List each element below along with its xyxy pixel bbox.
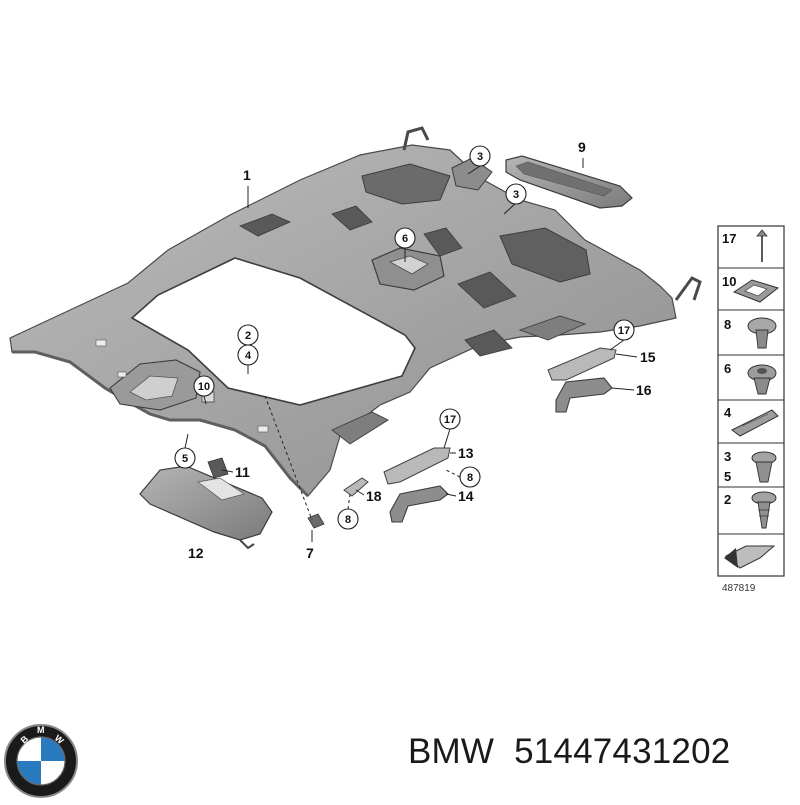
callout-6: 6	[394, 227, 416, 249]
visor-clip	[207, 457, 229, 479]
callout-3-upper-label: 3	[477, 151, 483, 163]
trim-strip-icon	[731, 409, 779, 437]
callouts: 1 7 9 11 12 13 14 15 16 18	[188, 139, 656, 561]
callout-3-upper: 3	[469, 145, 491, 167]
legend-row-3-label: 3	[724, 449, 731, 464]
footer-caption: BMW 51447431202	[408, 732, 793, 792]
small-clip-7	[307, 513, 325, 529]
callout-8-right: 8	[459, 466, 481, 488]
callout-4: 4	[237, 344, 259, 366]
callout-5: 5	[174, 447, 196, 469]
brand-name: BMW	[408, 732, 495, 771]
callout-3-lower: 3	[505, 183, 527, 205]
callout-17-upper-label: 17	[618, 325, 630, 337]
bracket-13	[383, 447, 451, 485]
callout-17-lower-label: 17	[444, 414, 456, 426]
callout-8-right-label: 8	[467, 472, 473, 484]
pin-fastener-icon	[756, 229, 768, 262]
callout-18: 18	[366, 488, 382, 504]
callout-1: 1	[243, 167, 251, 183]
bracket-15	[547, 347, 617, 381]
circled-callouts: 3 3 6 2 4 10 5 17	[174, 145, 635, 530]
bmw-logo: B M W	[4, 724, 78, 798]
headliner	[9, 126, 702, 498]
callout-13: 13	[458, 445, 474, 461]
legend-row-8-label: 8	[724, 317, 731, 332]
callout-9: 9	[578, 139, 586, 155]
callout-11: 11	[235, 464, 250, 480]
sun-visor	[139, 465, 273, 550]
callout-2: 2	[237, 324, 259, 346]
callout-17-lower: 17	[439, 408, 461, 430]
bracket-18	[343, 477, 369, 497]
callout-6-label: 6	[402, 233, 408, 245]
legend-row-6-label: 6	[724, 361, 731, 376]
image-id: 487819	[722, 583, 756, 594]
callout-15: 15	[640, 349, 656, 365]
frame-clip-icon	[732, 279, 780, 303]
part-number: 51447431202	[514, 732, 731, 771]
callout-5-label: 5	[182, 453, 188, 465]
callout-8-left-label: 8	[345, 514, 351, 526]
fastener-legend: 17 10 8 6 4 3 5 2	[717, 225, 785, 594]
push-rivet-icon	[747, 317, 777, 349]
callout-14: 14	[458, 488, 474, 504]
legend-row-4-label: 4	[724, 405, 732, 420]
callout-7: 7	[306, 545, 314, 561]
button-clip-icon	[747, 364, 777, 395]
callout-16: 16	[636, 382, 652, 398]
legend-row-10-label: 10	[722, 274, 736, 289]
legend-row-5-label: 5	[724, 469, 731, 484]
callout-10-label: 10	[198, 381, 210, 393]
leader-lines	[184, 158, 638, 542]
callout-2-label: 2	[245, 330, 251, 342]
callout-4-label: 4	[245, 350, 252, 362]
legend-row-17-label: 17	[722, 231, 736, 246]
callout-3-lower-label: 3	[513, 189, 519, 201]
expanding-clip-icon	[751, 451, 777, 483]
tree-clip-icon	[751, 491, 777, 529]
legend-row-2-label: 2	[724, 492, 731, 507]
callout-17-upper: 17	[613, 319, 635, 341]
rear-trim-panel	[505, 155, 633, 209]
direction-arrow-icon	[724, 545, 776, 569]
grab-handle-16	[555, 377, 613, 413]
callout-8-left: 8	[337, 508, 359, 530]
grab-handle-14	[389, 485, 449, 523]
callout-12: 12	[188, 545, 204, 561]
svg-text:M: M	[37, 725, 45, 735]
svg-text:B: B	[19, 733, 31, 745]
callout-10: 10	[193, 375, 215, 397]
